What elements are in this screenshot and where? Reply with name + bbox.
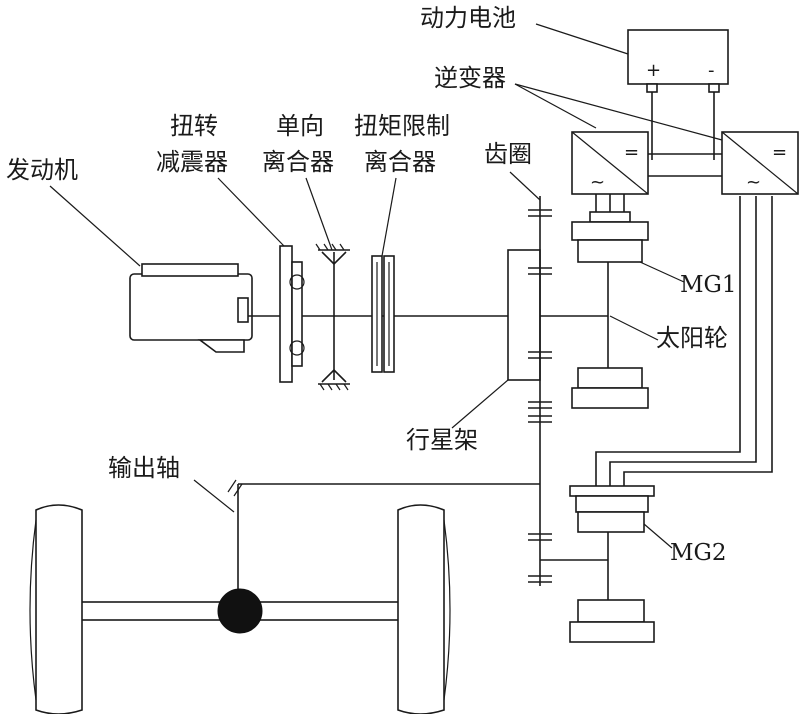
- torsional-damper-leader-line: [217, 177, 285, 247]
- torque-limit-clutch: [371, 255, 395, 373]
- battery-leader-line: [535, 23, 629, 55]
- mg1-phase-cables: [595, 194, 625, 212]
- ring-gear-leader-line: [509, 171, 541, 201]
- differential: [217, 588, 263, 634]
- mg2: [540, 485, 655, 643]
- inverter-mg2-dc-symbol: =: [772, 142, 787, 163]
- one-way-clutch-label-line1: 单向: [276, 112, 324, 140]
- one-way-clutch-leader-line: [305, 177, 333, 251]
- torque-limit-clutch-label-line2: 离合器: [364, 148, 436, 176]
- engine: [129, 263, 253, 353]
- left-wheel: [29, 504, 83, 714]
- inverter-leader-line-1: [514, 83, 597, 129]
- battery-minus-terminal: -: [708, 60, 715, 81]
- engine-leader-line: [49, 185, 141, 267]
- inverter-leader-line-2: [514, 83, 723, 141]
- inverter-label: 逆变器: [434, 64, 506, 92]
- one-way-clutch: [315, 243, 350, 391]
- torque-limit-clutch-label-line1: 扭矩限制: [354, 112, 450, 140]
- inverter-mg2: = ~: [721, 131, 799, 195]
- sun-gear-label: 太阳轮: [656, 324, 728, 352]
- sun-gear-leader-line: [609, 315, 659, 341]
- inverter-mg2-ac-symbol: ~: [746, 172, 761, 193]
- planet-carrier-leader-line: [451, 379, 509, 429]
- inverter-mg1: = ~: [571, 131, 649, 195]
- torsional-damper-label-line2: 减震器: [156, 148, 228, 176]
- mg2-label: MG2: [670, 540, 727, 566]
- power-battery: + -: [627, 29, 729, 160]
- mg1-label: MG1: [680, 272, 737, 298]
- mg2-phase-cables: [595, 196, 773, 486]
- one-way-clutch-label-line2: 离合器: [262, 148, 334, 176]
- output-shaft: [227, 479, 540, 590]
- ring-gear-label: 齿圈: [484, 140, 532, 168]
- planetary-gear-set: [507, 196, 552, 586]
- battery-plus-terminal: +: [646, 60, 661, 81]
- torsional-damper-label-line1: 扭转: [170, 112, 218, 140]
- inverter-mg1-ac-symbol: ~: [590, 172, 605, 193]
- output-shaft-leader-line: [193, 479, 235, 513]
- planet-carrier-label: 行星架: [406, 426, 478, 454]
- inverter-mg1-dc-symbol: =: [624, 142, 639, 163]
- output-shaft-label: 输出轴: [108, 454, 180, 482]
- mg1-leader-line: [639, 261, 685, 283]
- torsional-damper: [279, 245, 305, 383]
- drive-axle: [79, 588, 405, 634]
- engine-label: 发动机: [6, 156, 78, 184]
- right-wheel: [397, 504, 451, 714]
- battery-label: 动力电池: [420, 4, 516, 32]
- mg1: [571, 211, 649, 409]
- torque-limit-clutch-leader-line: [381, 177, 397, 257]
- mg2-leader-line: [643, 523, 673, 549]
